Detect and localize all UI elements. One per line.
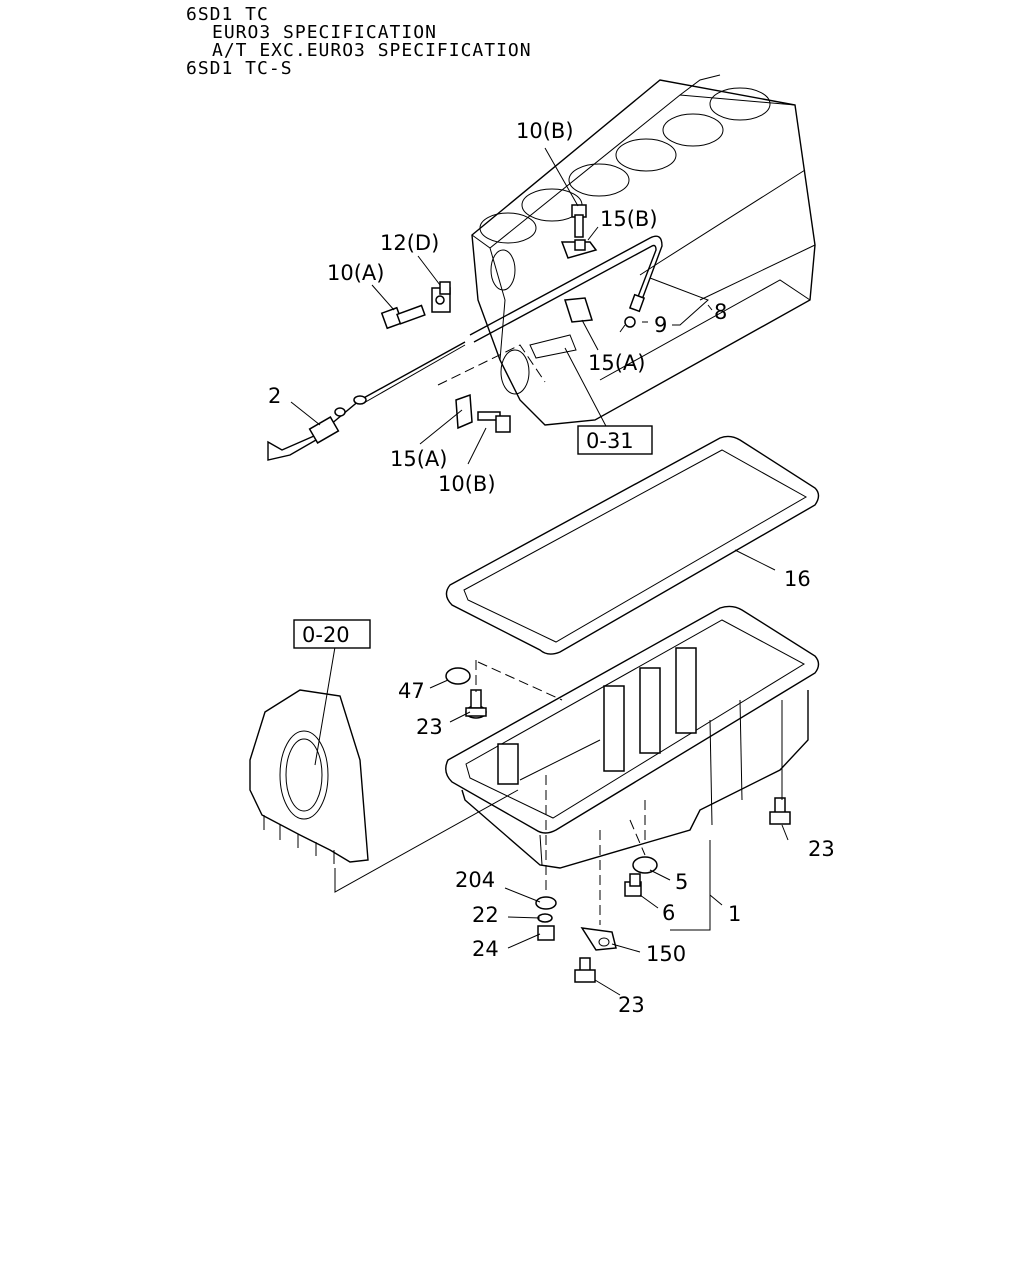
bolt-10b-top xyxy=(571,204,587,238)
bolt-10b-bottom xyxy=(477,411,511,433)
bracket-15b xyxy=(560,239,598,259)
dipstick-assembly xyxy=(267,235,663,461)
callout-10b-top: 10(B) xyxy=(516,119,574,143)
header-line-3: A/T EXC.EURO3 SPECIFICATION xyxy=(212,40,532,61)
rear-cover xyxy=(249,689,369,864)
clip-12d xyxy=(431,281,451,313)
washer-5 xyxy=(632,856,658,874)
callout-15a-left: 15(A) xyxy=(390,447,447,471)
callout-23-right: 23 xyxy=(808,837,835,861)
oil-pan-gasket xyxy=(445,435,820,655)
callout-12d: 12(D) xyxy=(380,231,439,255)
callout-labels: 10(B) 15(B) 12(D) 10(A) 8 9 15(A) 2 15(A… xyxy=(268,119,835,1017)
callout-16: 16 xyxy=(784,567,811,591)
ref-label-031: 0-31 xyxy=(586,429,634,453)
callout-204: 204 xyxy=(455,868,495,892)
callout-6: 6 xyxy=(662,901,675,925)
washer-22 xyxy=(537,913,553,923)
bolt-23-left xyxy=(465,689,487,719)
bolt-10a xyxy=(380,304,426,330)
ref-label-020: 0-20 xyxy=(302,623,350,647)
engine-block xyxy=(471,74,816,426)
callout-23-left: 23 xyxy=(416,715,443,739)
bracket-15a-left xyxy=(437,344,546,430)
bracket-15a-right xyxy=(529,297,593,359)
callout-22: 22 xyxy=(472,903,499,927)
callout-1: 1 xyxy=(728,902,741,926)
oil-pan xyxy=(445,605,820,869)
drain-plug-6 xyxy=(624,873,642,897)
callout-10a: 10(A) xyxy=(327,261,384,285)
bolt-23-bottom xyxy=(574,957,596,983)
callout-2: 2 xyxy=(268,384,281,408)
header-line-2: EURO3 SPECIFICATION xyxy=(212,22,437,43)
ref-box-020: 0-20 xyxy=(293,619,371,649)
callout-15a-right: 15(A) xyxy=(588,351,645,375)
nut-24 xyxy=(537,925,555,941)
callout-5: 5 xyxy=(675,870,688,894)
bracket-150 xyxy=(580,927,617,951)
callout-15b: 15(B) xyxy=(600,207,658,231)
callout-10b-bottom: 10(B) xyxy=(438,472,496,496)
header-line-1: 6SD1 TC xyxy=(186,4,269,25)
callout-9: 9 xyxy=(654,313,667,337)
screw-9 xyxy=(619,316,636,333)
bolt-23-right xyxy=(769,797,791,825)
gasket-47 xyxy=(445,667,471,685)
callout-8: 8 xyxy=(714,300,727,324)
diagram-header: 6SD1 TC EURO3 SPECIFICATION A/T EXC.EURO… xyxy=(0,0,700,90)
washer-204 xyxy=(535,896,557,910)
ref-box-031: 0-31 xyxy=(577,425,653,455)
callout-23-bottom: 23 xyxy=(618,993,645,1017)
callout-150: 150 xyxy=(646,942,686,966)
callout-47: 47 xyxy=(398,679,425,703)
callout-24: 24 xyxy=(472,937,499,961)
header-line-4: 6SD1 TC-S xyxy=(186,58,293,79)
